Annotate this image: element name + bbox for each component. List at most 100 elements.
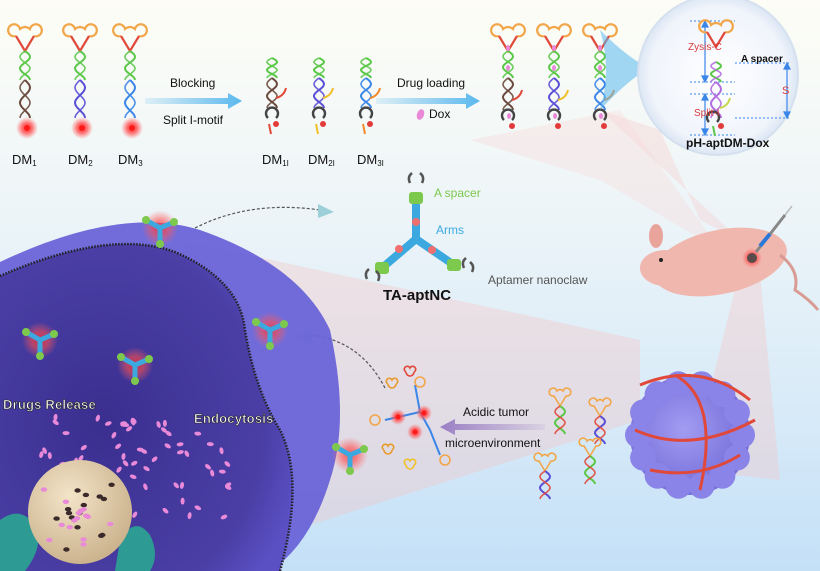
dna-green-segment-b [548, 50, 560, 79]
triad-loop [369, 414, 381, 426]
arrow-drug-loading-label: Drug loading [397, 76, 466, 90]
dox-molecule [599, 113, 603, 119]
free-loop [548, 387, 572, 408]
blood-vessel [674, 373, 708, 491]
curved-arrow-top [194, 206, 321, 229]
split-imotif [500, 108, 516, 121]
released-dox [218, 469, 226, 474]
released-dox [210, 469, 215, 477]
quencher [273, 121, 279, 127]
released-dox [187, 512, 192, 520]
released-dox [206, 442, 214, 447]
free-helix-b [554, 405, 566, 435]
dox-molecule [506, 65, 510, 71]
mouse-tail [779, 253, 820, 311]
triad-core [412, 429, 418, 435]
nanoclaw-spacer [447, 259, 461, 271]
dna-body-segment-a [312, 77, 326, 109]
dna-green-segment-a [501, 50, 515, 79]
inset-title: pH-aptDM-Dox [686, 136, 770, 150]
cell-nanoclaw [252, 318, 288, 350]
dna-green-segment-b [313, 57, 325, 79]
split-imotif [592, 108, 608, 121]
cell-nanoclaw-spacer [142, 216, 150, 224]
aptamer-loop [582, 23, 618, 38]
inset-strand [698, 19, 734, 137]
nuclear-pore [66, 525, 74, 530]
released-dox [176, 442, 184, 447]
released-dox [111, 431, 117, 439]
released-dox [47, 452, 52, 460]
released-dox [78, 455, 84, 462]
dox-molecule [506, 45, 510, 51]
dna-body-segment-a [265, 77, 279, 109]
dna-body-segment-b [360, 77, 372, 109]
aptamer-loop [698, 19, 734, 34]
nuclear-pore [40, 487, 48, 492]
free-aptdm-strand [578, 437, 602, 485]
nuclear-pore [65, 510, 73, 516]
aptamer-claw [461, 257, 475, 273]
syringe-liquid [758, 232, 772, 248]
dna-green-segment-a [547, 50, 561, 79]
dna-body-segment-a [501, 77, 515, 111]
cell-nanoclaw [142, 216, 178, 248]
released-dox [180, 497, 185, 505]
released-dox [173, 482, 179, 489]
nuclear-pore [100, 496, 108, 502]
cell-nanoclaw-spacer [360, 445, 368, 453]
aptamer-loop [490, 23, 526, 38]
folded-imotif [403, 458, 417, 470]
folded-imotif [381, 443, 395, 455]
released-dox [39, 451, 44, 459]
dox-molecule [598, 45, 602, 51]
nuclear-pore [77, 508, 85, 514]
cell-nanoclaw-spacer [252, 318, 260, 326]
tumor-lobe [625, 422, 651, 448]
released-dox [224, 485, 232, 490]
inset-bottom-tail [712, 125, 716, 137]
released-dox [80, 444, 87, 451]
dna-strand-dm1 [7, 23, 43, 139]
tumor-lobe [644, 381, 671, 408]
free-helix-b [584, 455, 596, 485]
released-dox [162, 419, 167, 427]
dox-molecule [598, 65, 602, 71]
cell-nanoclaw-spacer [332, 443, 340, 451]
nuclear-pore [108, 482, 115, 487]
cell-nanoclaw [22, 328, 58, 360]
dna-green-segment-b [360, 57, 372, 79]
blocking-tail [369, 87, 381, 99]
dna-body-segment-b [74, 79, 86, 119]
released-dox [120, 421, 128, 426]
tumor-lobe [665, 371, 692, 398]
quencher [509, 123, 515, 129]
released-dox [161, 427, 167, 433]
aptamer-loop [62, 23, 98, 38]
nanoclaw-title: TA-aptNC [383, 287, 452, 304]
released-dox [121, 453, 126, 460]
nanoclaw-spacer-label: A spacer [434, 186, 481, 200]
acidic-label-line1: Acidic tumor [463, 405, 530, 419]
cell-membrane-bilayer [0, 242, 294, 571]
dna-green-segment-a [123, 50, 137, 81]
dna-green-segment-a [593, 50, 607, 79]
curved-arrow-top-head [318, 204, 334, 218]
blood-vessel [639, 373, 751, 402]
nanoclaw-spacer [375, 262, 389, 274]
nanoclaw-spacer [409, 192, 423, 204]
nanoclaw-node [412, 218, 420, 226]
nuclear-pore [74, 488, 81, 493]
dna-body-segment-a [593, 77, 607, 111]
released-dox [184, 450, 190, 457]
cell-nanoclaw-spacer [50, 330, 58, 338]
released-dox [143, 483, 148, 491]
dna-strand-dm1i [264, 57, 287, 135]
triad-loop [439, 454, 451, 466]
released-dox [194, 505, 202, 511]
cell-nanoclaw-spacer [156, 240, 164, 248]
endoplasmic-reticulum [0, 513, 39, 571]
